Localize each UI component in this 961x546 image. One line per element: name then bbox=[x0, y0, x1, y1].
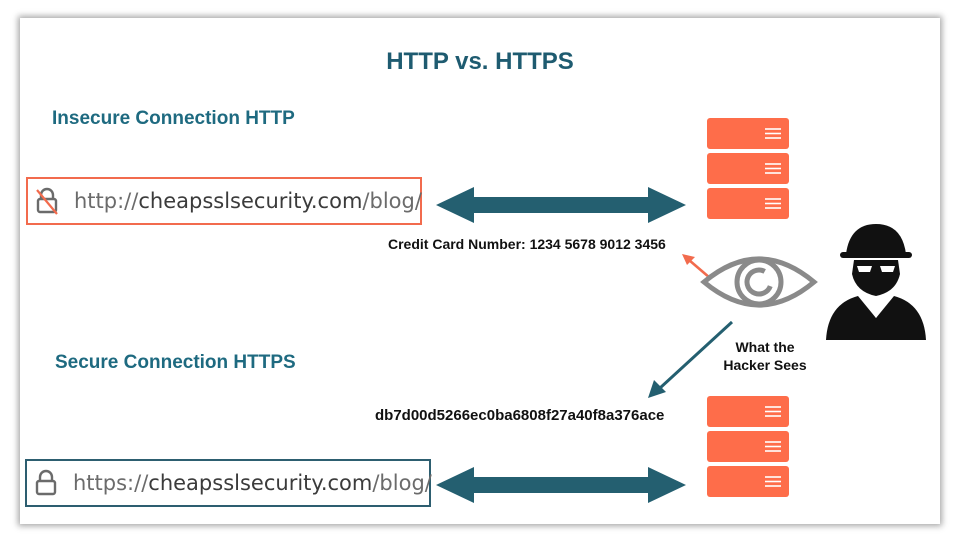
insecure-url-protocol: http:// bbox=[74, 189, 139, 213]
teal-view-arrow bbox=[648, 320, 734, 398]
insecure-url-path: /blog/ bbox=[362, 189, 422, 213]
secure-url-domain: cheapsslsecurity.com bbox=[148, 471, 373, 495]
insecure-url-domain: cheapsslsecurity.com bbox=[138, 189, 363, 213]
lock-icon bbox=[35, 469, 57, 497]
secure-server-icon bbox=[707, 396, 789, 503]
secure-url-protocol: https:// bbox=[73, 471, 149, 495]
insecure-server-icon bbox=[707, 118, 789, 225]
secure-double-arrow bbox=[436, 467, 686, 503]
encrypted-data-text: db7d00d5266ec0ba6808f27a40f8a376ace bbox=[375, 407, 665, 424]
hacker-caption-line2: Hacker Sees bbox=[723, 357, 807, 373]
insecure-section-label: Insecure Connection HTTP bbox=[52, 108, 295, 129]
orange-view-arrow bbox=[682, 254, 711, 279]
diagram-card: HTTP vs. HTTPS Insecure Connection HTTP … bbox=[20, 18, 940, 524]
secure-url-bar: https://cheapsslsecurity.com/blog/ bbox=[25, 459, 432, 507]
eye-icon bbox=[700, 256, 818, 308]
diagram-title: HTTP vs. HTTPS bbox=[386, 48, 574, 75]
hacker-caption: What the Hacker Sees bbox=[715, 338, 815, 374]
hacker-caption-line1: What the bbox=[735, 339, 795, 355]
insecure-url-bar: http://cheapsslsecurity.com/blog/ bbox=[26, 177, 422, 225]
secure-section-label: Secure Connection HTTPS bbox=[55, 352, 296, 373]
insecure-double-arrow bbox=[436, 187, 686, 223]
secure-url-path: /blog/ bbox=[372, 471, 432, 495]
hacker-icon bbox=[826, 224, 926, 340]
crossed-out-lock-icon bbox=[36, 187, 58, 215]
intercepted-credit-card-text: Credit Card Number: 1234 5678 9012 3456 bbox=[388, 236, 666, 252]
